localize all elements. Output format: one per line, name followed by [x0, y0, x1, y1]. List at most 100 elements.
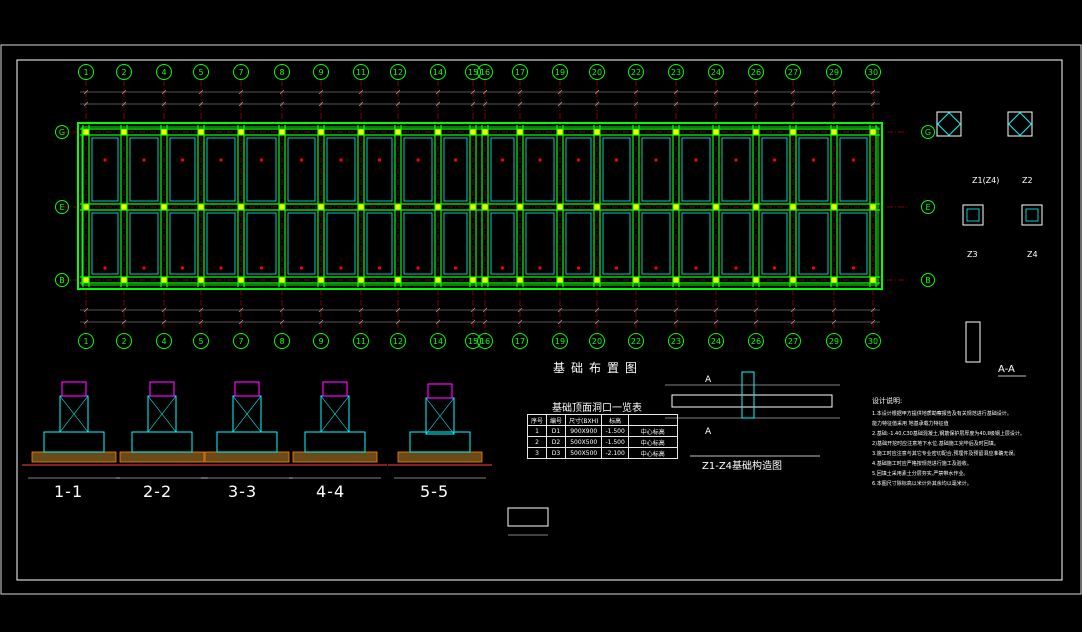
rebar-marker — [734, 158, 738, 162]
table-cell: 中心标高 — [627, 425, 678, 437]
footing-outline-outer — [77, 122, 883, 290]
dimension-tick — [753, 307, 759, 313]
column-block — [870, 204, 876, 210]
dimension-tick — [198, 307, 204, 313]
dimension-tick — [673, 101, 679, 107]
rebar-marker — [538, 266, 542, 270]
bay-outline — [839, 212, 868, 275]
column-axis-bubble: 29 — [826, 64, 842, 80]
dimension-tick — [83, 307, 89, 313]
bay-outline — [287, 212, 316, 275]
note-line: 4.基础施工时应严格按规范进行施工及验收。 — [872, 461, 972, 467]
rebar-marker — [772, 158, 777, 162]
bay-outline — [246, 212, 277, 275]
dimension-tick — [358, 307, 364, 313]
column-block — [161, 204, 167, 210]
section-rebar — [320, 395, 350, 433]
column-axis-bubble: 4 — [156, 333, 172, 349]
column-section-tie — [1025, 208, 1039, 222]
column-block — [790, 129, 796, 135]
rebar-marker — [500, 158, 505, 162]
column-details — [936, 111, 1043, 377]
bay-outline — [366, 212, 393, 275]
dimension-tick — [753, 319, 759, 325]
bay-outline — [490, 137, 515, 202]
column-block — [482, 204, 488, 210]
rebar-marker — [654, 266, 658, 270]
rebar-marker — [694, 266, 698, 270]
notes-title: 设计说明: — [872, 397, 903, 405]
bay-outline — [798, 137, 829, 202]
dimension-tick — [831, 319, 837, 325]
dimension-tick — [395, 319, 401, 325]
note-line: 6.本图尺寸除标高以米计外其余均以毫米计。 — [872, 481, 972, 487]
dimension-tick — [870, 89, 876, 95]
column-section-tie — [1007, 111, 1033, 137]
dimension-tick — [83, 319, 89, 325]
dimension-tick — [831, 307, 837, 313]
column-block — [673, 277, 679, 283]
column-block — [673, 129, 679, 135]
column-block — [517, 129, 523, 135]
dimension-tick — [753, 89, 759, 95]
column-block — [633, 277, 639, 283]
table-cell: -1.500 — [601, 425, 629, 437]
bay-outline — [681, 212, 711, 275]
table-row: 3 D3 500X500 -2.100 中心标高 — [526, 447, 678, 459]
column-block — [318, 204, 324, 210]
column-axis-bubble: 30 — [865, 333, 881, 349]
dimension-tick — [435, 101, 441, 107]
column-section-box — [1007, 111, 1033, 137]
rebar-marker — [811, 158, 816, 162]
dimension-tick — [279, 319, 285, 325]
bay-outline — [91, 212, 119, 275]
column-axis-bubble: 8 — [274, 64, 290, 80]
column-axis-bubble: 23 — [668, 64, 684, 80]
column-block — [557, 204, 563, 210]
dimension-tick — [673, 319, 679, 325]
rebar-marker — [180, 158, 185, 162]
z1-label: Z1(Z4) — [972, 176, 1000, 185]
column-block — [279, 129, 285, 135]
table-cell: 900X900 — [565, 425, 603, 437]
dimension-tick — [594, 319, 600, 325]
column-axis-bubble: 22 — [628, 64, 644, 80]
column-block — [517, 204, 523, 210]
column-block — [673, 204, 679, 210]
opening-table-title: 基础顶面洞口一览表 — [552, 403, 642, 414]
bay-outline — [206, 137, 236, 202]
row-axis-bubble: G — [55, 125, 69, 139]
dimension-tick — [557, 101, 563, 107]
dimension-tick — [395, 101, 401, 107]
bay-outline — [169, 212, 196, 275]
dimension-tick — [470, 89, 476, 95]
dimension-tick — [633, 307, 639, 313]
rebar-marker — [654, 158, 658, 162]
dimension-tick — [870, 319, 876, 325]
column-axis-bubble: 16 — [477, 64, 493, 80]
bay-outline — [641, 212, 671, 275]
column-axis-bubble: 20 — [589, 333, 605, 349]
column-axis-bubble: 27 — [785, 333, 801, 349]
column-block — [358, 204, 364, 210]
column-axis-bubble: 11 — [353, 64, 369, 80]
dimension-tick — [238, 307, 244, 313]
table-cell: 中心标高 — [627, 436, 678, 448]
table-header-cell: 尺寸(BXH) — [565, 414, 603, 426]
column-block — [713, 204, 719, 210]
column-axis-bubble: 26 — [748, 64, 764, 80]
column-axis-bubble: 14 — [430, 333, 446, 349]
column-block — [713, 277, 719, 283]
column-block — [318, 129, 324, 135]
column-axis-bubble: 5 — [193, 64, 209, 80]
column-axis-bubble: 19 — [552, 64, 568, 80]
table-row: 2 D2 500X500 -1.500 中心标高 — [526, 436, 678, 448]
z2-label: Z2 — [1022, 176, 1033, 185]
column-block — [279, 277, 285, 283]
dimension-tick — [121, 319, 127, 325]
section-column-top — [427, 383, 453, 399]
column-section-tie — [966, 208, 980, 222]
column-block — [395, 204, 401, 210]
rebar-marker — [416, 158, 420, 162]
